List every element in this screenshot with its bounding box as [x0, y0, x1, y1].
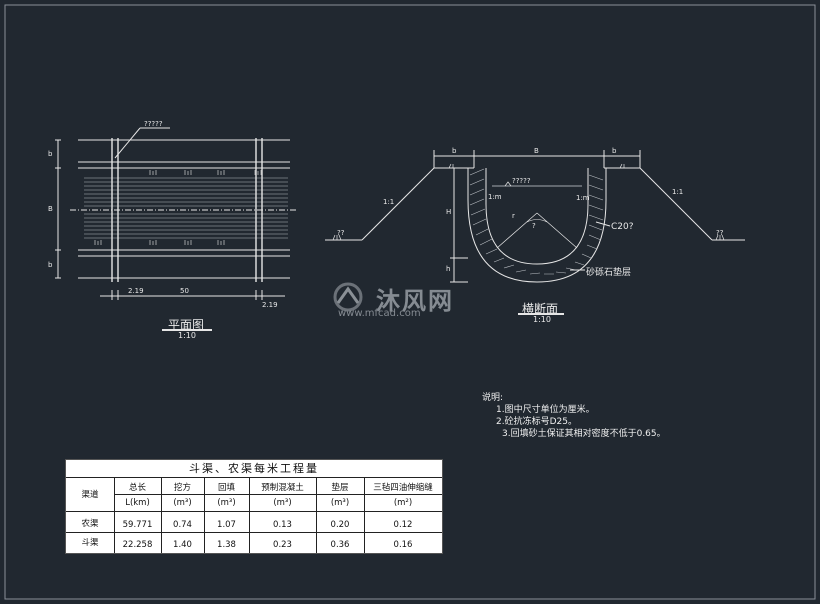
plan-dim-b-bottom: b [48, 261, 53, 269]
dim-h: h [446, 265, 451, 273]
ground-left-label: ?? [337, 229, 345, 237]
notes-block: 说明: 1.图中尺寸单位为厘米。 2.砼抗冻标号D25。 3.回填砂土保证其相对… [482, 392, 666, 440]
slope-left-label: 1:1 [383, 198, 395, 206]
table-cell: 0.36 [330, 540, 350, 550]
watermark-logo-icon [333, 282, 363, 312]
slope-inner-right: 1:m [576, 194, 590, 202]
note-3: 3.回填砂土保证其相对密度不低于0.65。 [502, 429, 666, 439]
unit-excavation: (m³) [173, 498, 192, 508]
section-view-scale: 1:10 [533, 315, 551, 324]
table-cell: 1.38 [217, 540, 236, 550]
dim-H: H [446, 208, 452, 216]
section-view-title: 横断面 [522, 302, 559, 316]
table-cell: 22.258 [122, 540, 153, 550]
table-cell: 1.40 [173, 540, 192, 550]
table-cell: 0.23 [273, 540, 292, 550]
water-level-label: ????? [512, 177, 531, 185]
unit-backfill: (m³) [217, 498, 236, 508]
section-dim-b-right: b [612, 147, 617, 155]
plan-dim-b-top: b [48, 150, 53, 158]
unit-joint: (m²) [393, 498, 413, 508]
quantity-table-title: 斗渠、农渠每米工程量 [189, 462, 319, 475]
note-1: 1.图中尺寸单位为厘米。 [496, 405, 595, 415]
plan-leader-label: ????? [144, 120, 163, 128]
table-cell: 0.20 [330, 520, 350, 530]
table-cell: 59.771 [122, 520, 153, 530]
plan-dim-B: B [48, 205, 53, 213]
plan-dim-mid: 50 [180, 287, 189, 295]
quantity-table: 斗渠、农渠每米工程量 渠道 总长 挖方 回填 预制混凝土 垫层 三毡四油伸缩缝 … [65, 459, 443, 554]
plan-dim-right: 2.19 [262, 301, 278, 309]
plan-view-scale: 1:10 [178, 331, 196, 340]
note-2: 2.砼抗冻标号D25。 [496, 417, 577, 427]
watermark: 沐风网 www.mfcad.com [328, 279, 498, 327]
cross-section-drawing [325, 150, 745, 315]
watermark-brand: 沐风网 [376, 287, 454, 315]
plan-dim-left: 2.19 [128, 287, 144, 295]
slope-right-label: 1:1 [672, 188, 684, 196]
header-backfill: 回填 [217, 483, 235, 493]
header-excavation: 挖方 [173, 483, 191, 493]
notes-heading: 说明: [482, 393, 504, 403]
angle-label: ? [532, 222, 536, 230]
plan-view-title: 平面图 [168, 318, 205, 332]
table-cell: 0.74 [173, 520, 192, 530]
plan-view-drawing [55, 127, 298, 331]
header-expansion-joint: 三毡四油伸缩缝 [373, 483, 433, 493]
drawing-border [4, 4, 816, 600]
slope-inner-left: 1:m [488, 193, 502, 201]
header-precast-concrete: 预制混凝土 [261, 483, 304, 493]
radius-label: r [512, 212, 515, 220]
unit-precast: (m³) [273, 498, 292, 508]
unit-length: L(km) [125, 498, 150, 508]
col-channel-header: 渠道 [81, 490, 99, 500]
unit-cushion: (m³) [330, 498, 350, 508]
header-cushion: 垫层 [331, 483, 349, 493]
concrete-label: C20? [611, 222, 634, 232]
watermark-url: www.mfcad.com [338, 308, 421, 319]
ground-right-label: ?? [716, 229, 724, 237]
header-total-length: 总长 [128, 483, 146, 493]
table-cell: 1.07 [217, 520, 236, 530]
row-douqu-name: 斗渠 [81, 538, 99, 548]
row-nongqu-name: 农渠 [81, 519, 99, 529]
table-cell: 0.12 [393, 520, 413, 530]
table-cell: 0.16 [393, 540, 413, 550]
section-dim-B: B [534, 147, 539, 155]
gravel-layer-label: 砂砾石垫层 [586, 268, 632, 278]
section-dim-b-left: b [452, 147, 457, 155]
table-cell: 0.13 [273, 520, 292, 530]
